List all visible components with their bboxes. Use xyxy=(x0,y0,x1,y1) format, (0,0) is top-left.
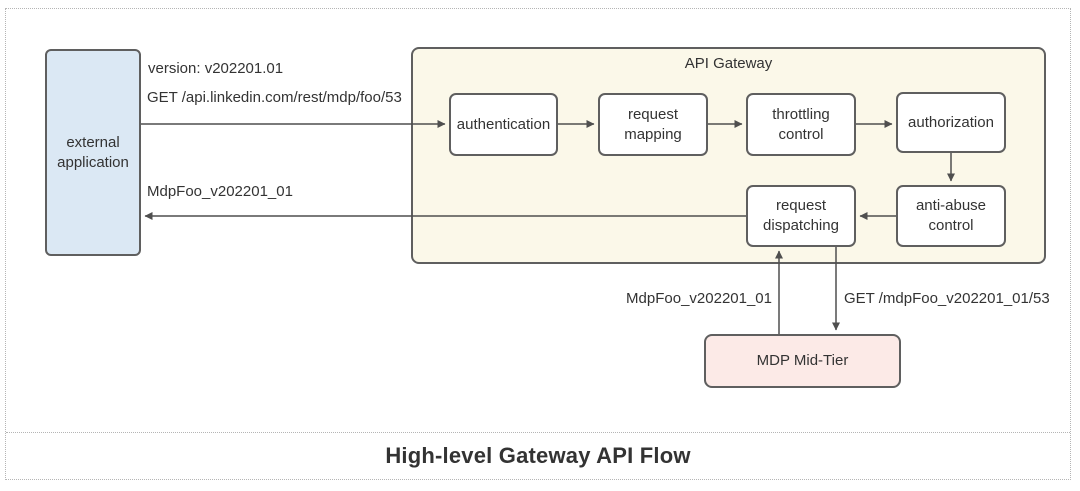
node-external-application: external application xyxy=(45,49,141,256)
diagram-canvas: external application API Gateway authent… xyxy=(6,9,1070,433)
node-label: authorization xyxy=(908,113,994,131)
node-label: throttling control xyxy=(772,105,830,143)
gateway-title: API Gateway xyxy=(684,55,773,72)
node-request-dispatching: request dispatching xyxy=(746,185,856,247)
node-label: external application xyxy=(57,133,129,171)
node-authentication: authentication xyxy=(449,93,558,156)
node-label: request mapping xyxy=(624,105,682,143)
edge-label-midtier-request: GET /mdpFoo_v202201_01/53 xyxy=(844,290,1050,307)
edge-label-midtier-response: MdpFoo_v202201_01 xyxy=(626,290,772,307)
node-anti-abuse-control: anti-abuse control xyxy=(896,185,1006,247)
edge-label-response: MdpFoo_v202201_01 xyxy=(147,183,293,200)
node-request-mapping: request mapping xyxy=(598,93,708,156)
diagram-frame: external application API Gateway authent… xyxy=(5,8,1071,480)
edge-label-version: version: v202201.01 xyxy=(148,60,284,77)
node-throttling-control: throttling control xyxy=(746,93,856,156)
node-mdp-mid-tier: MDP Mid-Tier xyxy=(704,334,901,388)
node-label: request dispatching xyxy=(763,197,839,234)
edge-label-get-request: GET /api.linkedin.com/rest/mdp/foo/53 xyxy=(147,89,402,106)
node-label: anti-abuse control xyxy=(915,197,987,234)
node-authorization: authorization xyxy=(896,92,1006,153)
node-label: authentication xyxy=(456,115,551,133)
caption-text: High-level Gateway API Flow xyxy=(385,442,691,468)
diagram-caption: High-level Gateway API Flow xyxy=(6,432,1070,479)
node-label: MDP Mid-Tier xyxy=(756,352,849,370)
